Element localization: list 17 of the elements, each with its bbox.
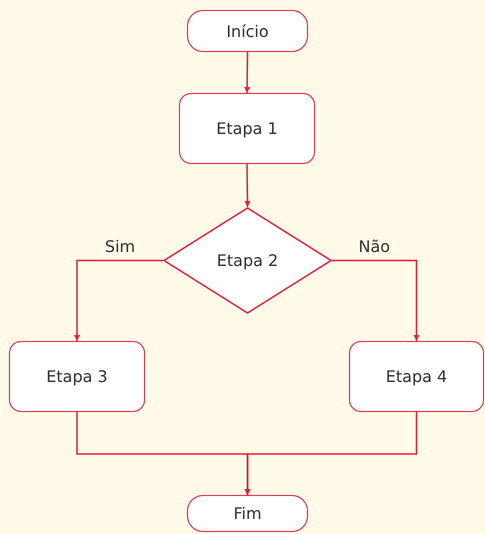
node-label: Início	[226, 22, 269, 40]
node-label: Etapa 4	[386, 367, 448, 386]
process-box	[9, 341, 145, 412]
decision-diamond	[163, 207, 332, 314]
arrow	[244, 412, 418, 495]
terminal-box	[187, 10, 308, 52]
process-box	[349, 341, 484, 412]
arrow	[74, 260, 163, 341]
arrow	[332, 260, 420, 341]
terminal-box	[187, 495, 308, 532]
node-label: Etapa 3	[46, 367, 108, 386]
node-label: Fim	[233, 504, 262, 523]
process-box	[179, 93, 315, 164]
node-label: Etapa 1	[216, 119, 278, 138]
arrow	[244, 164, 250, 207]
node-label: Etapa 2	[216, 251, 278, 270]
arrow	[244, 52, 250, 94]
